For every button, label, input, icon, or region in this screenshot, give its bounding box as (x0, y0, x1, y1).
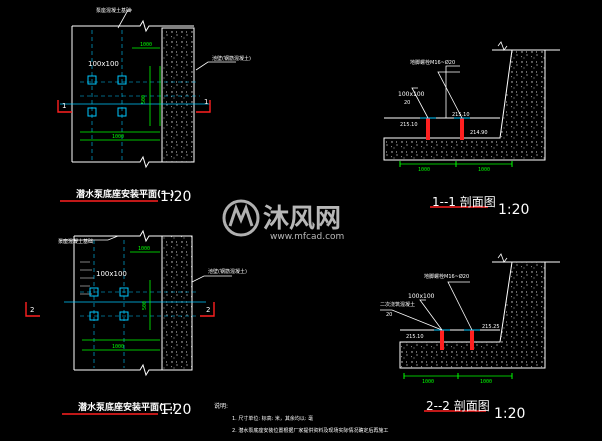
pad-size-label: 100x100 (408, 293, 435, 300)
watermark: 沐风网 www.mfcad.com (222, 199, 344, 242)
pad-label-secondary: 二次浇筑混凝土 (380, 301, 415, 308)
section-view-1: 地脚螺栓M16~Ø20 100x100 20 215.10 215.10 214… (383, 41, 560, 218)
section-cut-marker (57, 100, 72, 113)
section-tag-right: 1 (204, 98, 208, 106)
dimension-top: 1000 (138, 246, 150, 252)
pad-size-label: 100x100 (398, 91, 425, 98)
anchor-bolt (426, 118, 430, 140)
notes-heading: 说明: (214, 402, 228, 410)
bolt-pad (117, 107, 127, 117)
watermark-brand: 沐风网 (263, 204, 341, 234)
anchor-bolt (440, 330, 444, 350)
pad-size-label: 100x100 (96, 270, 127, 278)
view-scale: 1:20 (494, 406, 525, 422)
bolt-pad (117, 75, 127, 85)
callout-wall-label: 池壁(钢筋混凝土) (212, 55, 251, 62)
bolt-pad (119, 311, 129, 321)
notes-line-2: 2. 潜水泵底座安装位置根据厂家提供资料及现场实际情况确定后再施工 (232, 427, 388, 434)
dimension-bottom: 1000 (112, 134, 124, 140)
dimension-bottom: 1000 (112, 344, 124, 350)
view-scale: 1:20 (160, 402, 191, 418)
callout-top-label: 泵座混凝土基础 (96, 7, 131, 14)
wall-hatch (161, 27, 195, 163)
bolt-pad (89, 311, 99, 321)
bolt-pad (119, 287, 129, 297)
section-cut-marker (25, 302, 40, 317)
dimension-bottom-a: 1000 (418, 167, 430, 173)
view-scale: 1:20 (160, 189, 191, 205)
pit-wall-section (399, 261, 546, 369)
elevation-left: 215.10 (406, 334, 424, 340)
section-tag-right: 2 (206, 306, 210, 314)
break-line-bottom (72, 155, 162, 169)
callout-wall-label: 池壁(钢筋混凝土) (208, 268, 247, 275)
general-notes: 说明: 1. 尺寸单位: 标高: 米，其余均以: 毫 2. 潜水泵底座安装位置根… (214, 402, 388, 434)
section-view-2: 地脚螺栓M16~Ø20 100x100 二次浇筑混凝土 20 215.10 21… (380, 253, 560, 422)
dimension-label: 20 (404, 100, 410, 106)
elevation-right: 215.25 (482, 324, 500, 330)
break-line-top (72, 19, 194, 33)
pad-size-label: 100x100 (88, 60, 119, 68)
view-title: 1--1 剖面图 (432, 195, 496, 209)
bolt-label: 地脚螺栓M16~Ø20 (410, 59, 455, 66)
section-cut-marker (200, 302, 215, 317)
dimension-top: 1000 (140, 42, 152, 48)
anchor-bolt (470, 330, 474, 350)
section-cut-marker (196, 100, 211, 113)
watermark-url: www.mfcad.com (270, 232, 344, 242)
notes-line-1: 1. 尺寸单位: 标高: 米，其余均以: 毫 (232, 415, 313, 422)
bolt-pad (89, 287, 99, 297)
dimension-label: 20 (386, 312, 392, 318)
elevation-left: 215.10 (400, 122, 418, 128)
view-scale: 1:20 (498, 202, 529, 218)
bolt-label: 地脚螺栓M16~Ø20 (424, 273, 469, 280)
dimension-bottom-b: 1000 (480, 379, 492, 385)
dimension-bottom-a: 1000 (422, 379, 434, 385)
section-tag-left: 2 (30, 306, 34, 314)
watermark-logo-icon (222, 199, 260, 237)
anchor-bolt (460, 118, 464, 140)
section-tag-left: 1 (62, 102, 66, 110)
elevation-right: 215.10 (452, 112, 470, 118)
bolt-pad (87, 75, 97, 85)
dimension-bottom-b: 1000 (478, 167, 490, 173)
callout-top-label: 泵座混凝土基础 (58, 238, 93, 245)
elevation-far: 214.90 (470, 130, 488, 136)
view-title: 潜水泵底座安装平面(二) (78, 401, 176, 413)
plan-view-2: 泵座混凝土基础 池壁(钢筋混凝土) 100x100 1000 500 1000 … (25, 229, 247, 418)
dimension-mid: 500 (141, 95, 147, 104)
view-title: 潜水泵底座安装平面(一) (76, 188, 174, 200)
wall-hatch (161, 235, 193, 371)
bolt-pad (87, 107, 97, 117)
view-title: 2--2 剖面图 (426, 399, 490, 413)
plan-view-1: 泵座混凝土基础 池壁(钢筋混凝土) 100x100 1000 500 1000 … (57, 7, 251, 205)
dimension-mid: 500 (142, 301, 148, 310)
